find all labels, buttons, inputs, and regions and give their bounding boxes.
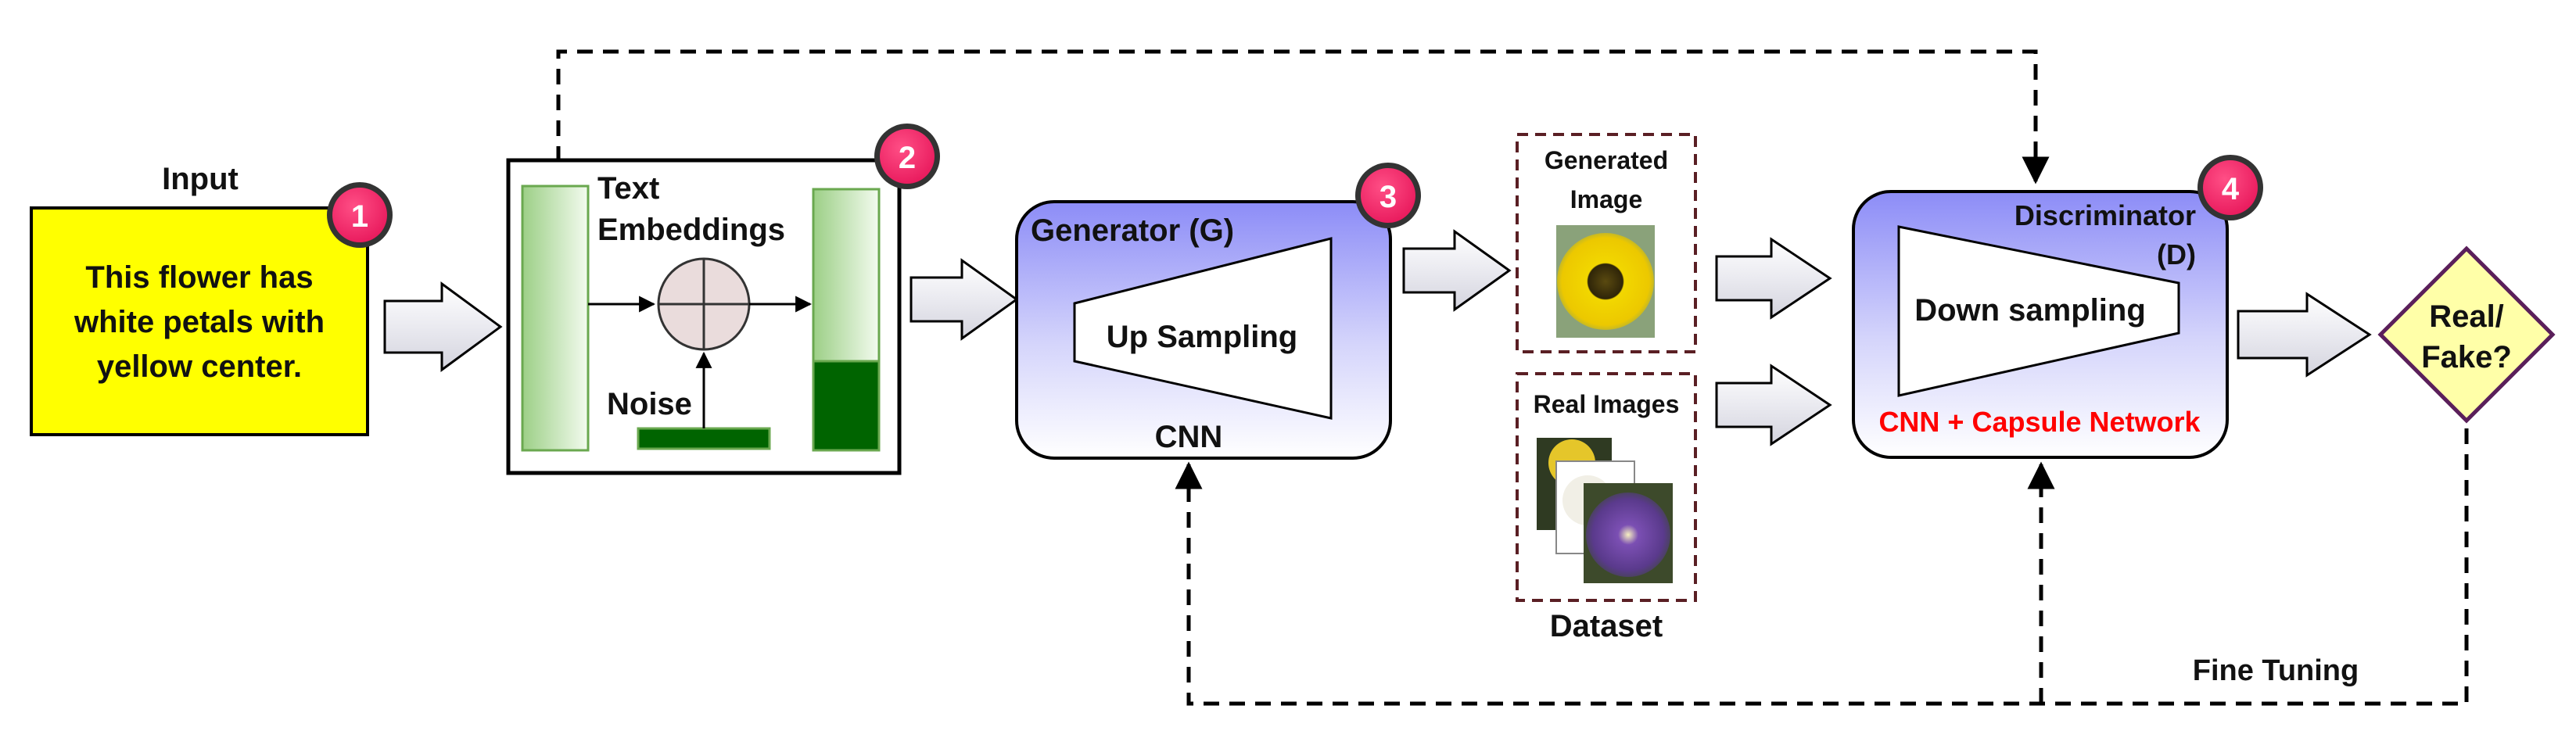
dataset-caption: Dataset (1550, 609, 1663, 643)
concat-operator-icon (657, 257, 751, 351)
embedding-label-line-2: Embeddings (597, 213, 785, 247)
real-flower-photo-stack (1537, 438, 1673, 583)
flow-arrow-generator-to-generated (1402, 229, 1512, 312)
flow-arrow-discriminator-to-decision (2237, 292, 2372, 378)
feedback-loop-top (556, 49, 2050, 188)
real-images-label: Real Images (1534, 390, 1680, 418)
embedding-vector-left (521, 184, 590, 452)
input-box (30, 206, 369, 436)
generated-label-line-1: Generated (1545, 146, 1668, 174)
embedding-internal-arrows (588, 296, 813, 428)
generated-sunflower-image (1556, 225, 1655, 338)
discriminator-title: Discriminator (2015, 199, 2196, 231)
feedback-loop-bottom (1175, 428, 2469, 706)
downsampling-trapezoid (1897, 225, 2180, 397)
input-text-line-3: yellow center. (97, 349, 302, 384)
upsampling-trapezoid (1073, 237, 1333, 420)
discriminator-title-suffix: (D) (2157, 238, 2196, 270)
embedding-vector-right-noise-part (812, 360, 881, 452)
badge-2-label: 2 (899, 141, 916, 175)
generator-title: Generator (G) (1031, 213, 1234, 248)
input-text-line-1: This flower has (85, 260, 313, 295)
embedding-label-line-1: Text (597, 171, 659, 206)
real-fake-decision (2377, 245, 2556, 424)
decision-label-line-2: Fake? (2421, 340, 2512, 374)
flow-arrow-embedding-to-generator (909, 258, 1019, 341)
input-title: Input (162, 162, 239, 196)
fine-tuning-label: Fine Tuning (2193, 654, 2359, 687)
discriminator-inner-label: Down sampling (1914, 293, 2146, 328)
generator-footer: CNN (1155, 420, 1223, 454)
generated-label-line-2: Image (1570, 185, 1642, 213)
badge-3-label: 3 (1379, 180, 1397, 214)
badge-4-label: 4 (2222, 172, 2240, 206)
generator-inner-label: Up Sampling (1107, 320, 1297, 354)
badge-1-label: 1 (351, 199, 368, 234)
badge-2: 2 (874, 124, 940, 189)
decision-label-line-1: Real/ (2429, 299, 2504, 334)
flow-arrow-real-to-discriminator (1715, 364, 1832, 446)
discriminator-footer: CNN + Capsule Network (1878, 406, 2201, 438)
flow-arrow-input-to-embedding (383, 281, 503, 372)
noise-label: Noise (607, 387, 692, 421)
badge-4: 4 (2197, 155, 2263, 220)
flow-arrow-generated-to-discriminator (1715, 237, 1832, 320)
input-text-line-2: white petals with (74, 305, 325, 339)
badge-3: 3 (1355, 163, 1421, 228)
badge-1: 1 (327, 182, 393, 248)
noise-vector (637, 427, 771, 450)
